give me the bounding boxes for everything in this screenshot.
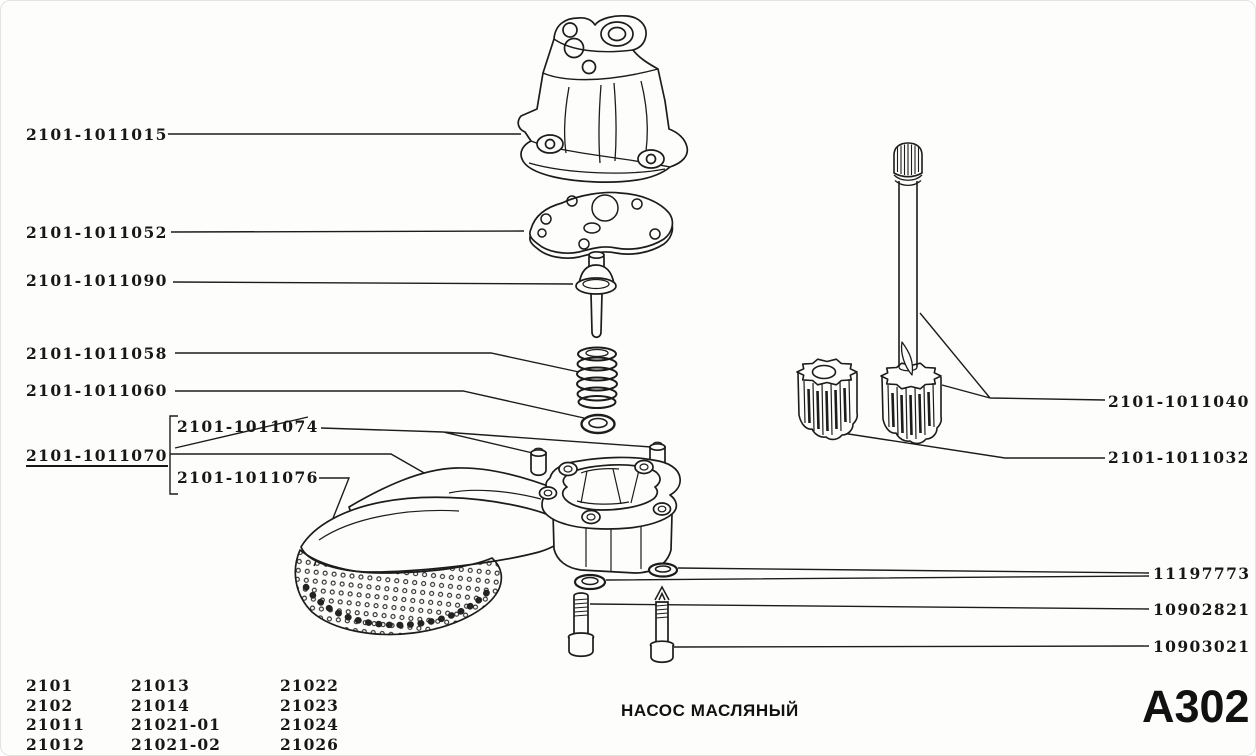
part-label-flat-washers: 11197773 [1153, 564, 1251, 583]
part-label-bolt-short: 10903021 [1153, 637, 1251, 656]
driven-gear-drawing [796, 358, 859, 441]
part-label-valve-washer: 2101-1011060 [26, 381, 168, 400]
bolt-short-drawing [649, 585, 675, 664]
part-label-pump-cover: 2101-1011015 [26, 125, 168, 144]
model-code-cell: 21022 [280, 676, 339, 695]
model-code-cell: 21013 [131, 676, 190, 695]
part-label-valve-spring: 2101-1011058 [26, 344, 168, 363]
drive-gear-shaft-drawing [880, 142, 943, 445]
pump-cover-drawing [517, 14, 689, 183]
model-code-cell: 21012 [26, 734, 85, 754]
dowel-pin-left [530, 447, 547, 477]
part-label-dowel-pins: 2101-1011074 [177, 417, 319, 436]
model-code-cell: 21024 [280, 715, 339, 734]
part-label-driven-gear: 2101-1011032 [1108, 448, 1250, 467]
pump-housing-drawing [538, 456, 681, 574]
valve-washer-drawing [580, 413, 616, 435]
part-label-gasket: 2101-1011052 [26, 223, 168, 242]
model-table-column-3: 21022 21023 21024 21026 [280, 676, 339, 754]
model-code-cell: 21014 [131, 695, 190, 715]
part-label-oil-pickup: 2101-1011076 [177, 468, 319, 487]
flat-washer-right [647, 562, 679, 578]
model-code-cell: 2102 [26, 695, 74, 715]
model-code-cell: 21026 [280, 734, 339, 754]
valve-spring-drawing [576, 346, 618, 409]
part-label-pump-assembly: 2101-1011070 [26, 446, 168, 467]
part-label-drive-gear-shaft: 2101-1011040 [1108, 392, 1250, 411]
strainer-cover [300, 496, 568, 573]
part-label-bolt-long: 10902821 [1153, 600, 1251, 619]
model-table-column-1: 2101 2102 21011 21012 [26, 676, 85, 754]
model-code-cell: 21021-01 [131, 715, 221, 734]
bolt-long-drawing [567, 592, 595, 658]
drawing-title: НАСОС МАСЛЯНЫЙ [621, 701, 799, 720]
spring-washer [654, 585, 670, 601]
oil-pickup-strainer-drawing [294, 467, 568, 636]
model-code-cell: 2101 [26, 676, 74, 695]
gasket-drawing [528, 191, 674, 259]
leader-lines [168, 133, 1150, 648]
model-code-cell: 21021-02 [131, 734, 221, 754]
part-label-relief-valve: 2101-1011090 [26, 271, 168, 290]
model-code-cell: 21011 [26, 715, 85, 734]
page-code: А302 [1142, 681, 1250, 732]
relief-valve-drawing [575, 250, 617, 339]
model-code-cell: 21023 [280, 695, 339, 715]
model-table-column-2: 21013 21014 21021-01 21021-02 [131, 676, 221, 754]
flat-washer-left [573, 573, 607, 591]
